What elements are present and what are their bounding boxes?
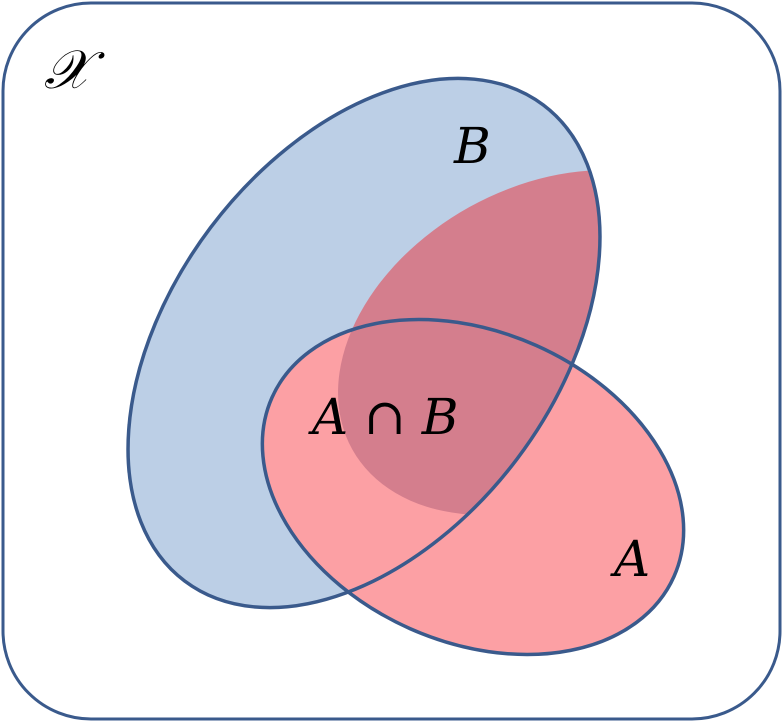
set-a-label: A (610, 530, 650, 588)
set-b-label: B (453, 117, 491, 175)
set-b-outline (126, 76, 602, 610)
set-a-outline (260, 317, 686, 657)
intersection-label: A ∩ B (308, 388, 459, 446)
intersection-region (277, 100, 600, 585)
